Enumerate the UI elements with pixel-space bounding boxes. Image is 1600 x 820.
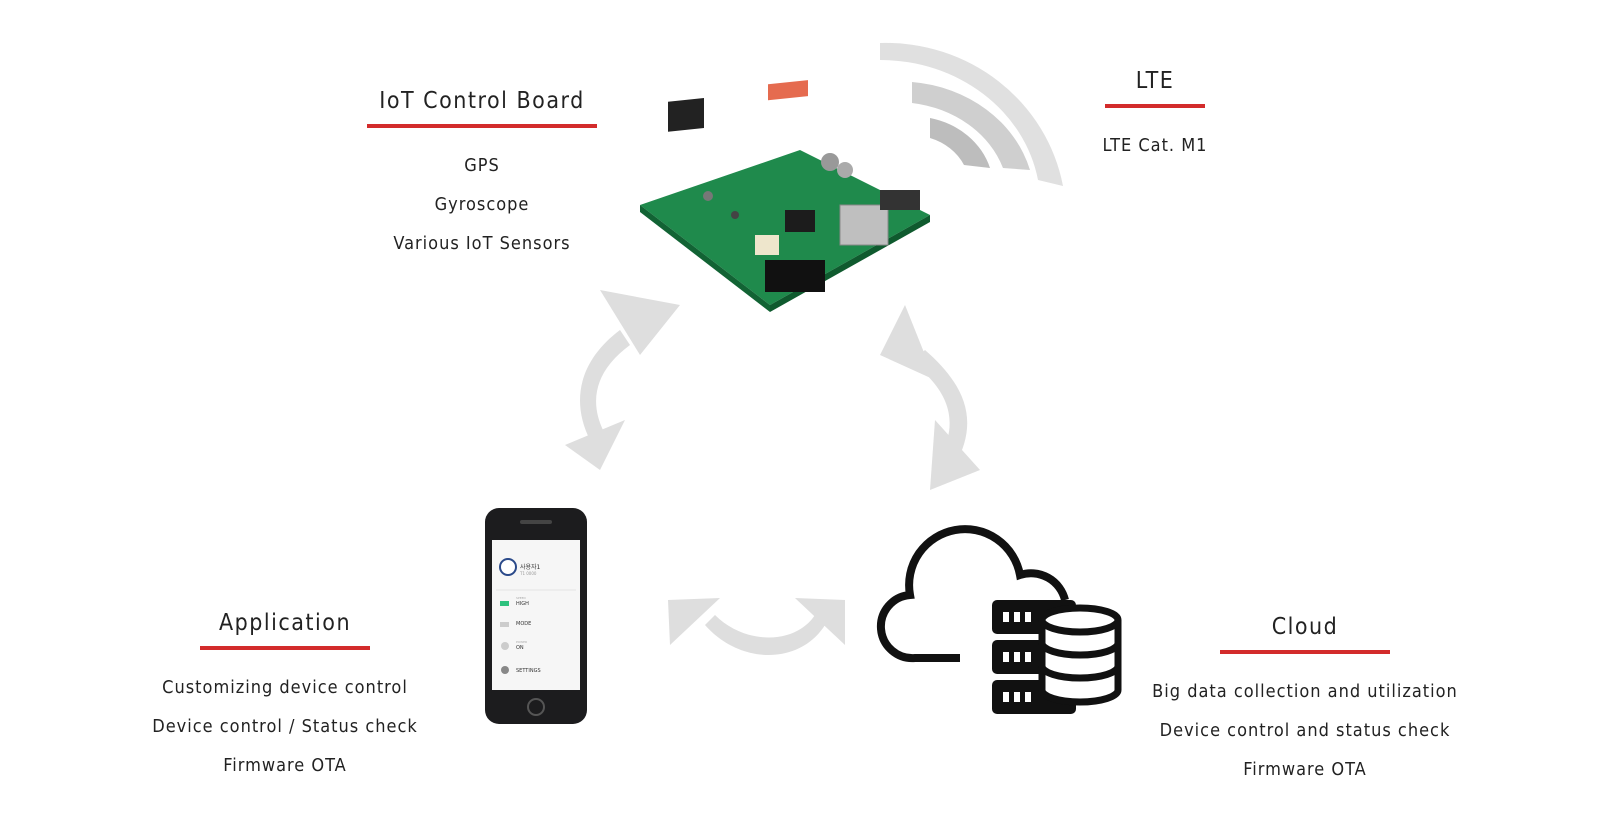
lte-title-underline (1105, 104, 1205, 108)
phone-item-sub: POWER (516, 640, 528, 644)
lte-block: LTE LTE Cat. M1 (1090, 68, 1220, 165)
phone-user-sub: T1 0000 (520, 571, 537, 576)
cloud-feature: Device control and status check (1159, 720, 1451, 741)
application-feature: Customizing device control (162, 677, 408, 698)
lte-feature: LTE Cat. M1 (1102, 135, 1208, 156)
cloud-title-underline (1220, 650, 1390, 654)
application-block: Application Customizing device control D… (135, 610, 435, 785)
lte-title: LTE (1135, 68, 1175, 94)
application-feature: Firmware OTA (223, 755, 347, 776)
application-feature: Device control / Status check (152, 716, 418, 737)
phone-item-sub: SPEED (516, 596, 526, 600)
board-feature: GPS (464, 155, 500, 176)
database-icon (1038, 604, 1122, 706)
phone-item-label: HIGH (516, 601, 529, 607)
phone-item-label: SETTINGS (516, 668, 541, 674)
iot-control-board-image (640, 80, 930, 312)
phone-item-label: ON (516, 645, 524, 651)
cloud-title: Cloud (1271, 614, 1339, 640)
phone-screen: 사용자1 T1 0000 SPEED HIGH MODE POWER ON SE… (492, 540, 580, 690)
board-block: IoT Control Board GPS Gyroscope Various … (362, 88, 602, 263)
cycle-arrow-icon (565, 290, 980, 655)
board-title: IoT Control Board (379, 88, 585, 114)
cloud-block: Cloud Big data collection and utilizatio… (1140, 614, 1470, 789)
board-feature: Gyroscope (434, 194, 530, 215)
board-title-underline (367, 124, 597, 128)
application-title-underline (200, 646, 370, 650)
phone-item-label: MODE (516, 621, 532, 627)
cloud-server-icon (876, 525, 1069, 663)
cloud-feature: Big data collection and utilization (1152, 681, 1458, 702)
smartphone-image (485, 508, 587, 724)
board-feature: Various IoT Sensors (393, 233, 571, 254)
wifi-signal-icon (880, 42, 1063, 186)
cloud-feature: Firmware OTA (1243, 759, 1367, 780)
application-title: Application (218, 610, 352, 636)
phone-user-name: 사용자1 (520, 564, 541, 571)
